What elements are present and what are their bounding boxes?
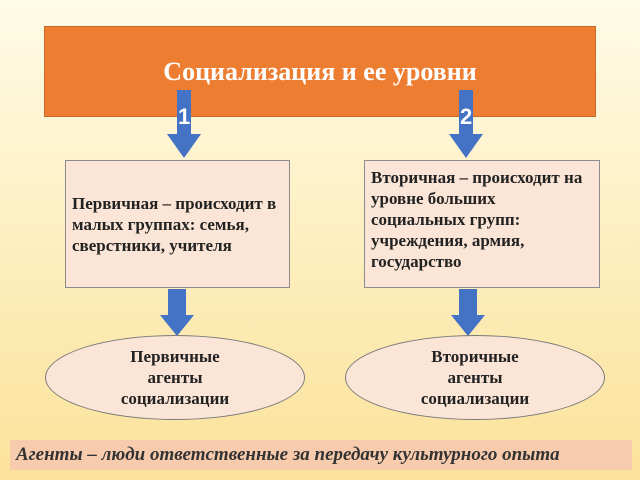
level-number-2: 2 [460,104,473,129]
primary-agents-text: Первичные агенты социализации [120,347,230,408]
primary-level-box: Первичная – происходит в малых группах: … [65,160,290,288]
primary-description: Первичная – происходит в малых группах: … [72,193,277,255]
arrow-down-icon [451,289,485,336]
arrow-down-icon [167,90,201,158]
footer-text: Агенты – люди ответственные за передачу … [16,444,560,465]
primary-agents-ellipse: Первичные агенты социализации [45,335,305,420]
secondary-agents-ellipse: Вторичные агенты социализации [345,335,605,420]
arrow-down-icon [160,289,194,336]
level-number-1: 1 [178,104,191,129]
secondary-level-box: Вторичная – происходит на уровне больших… [364,160,600,288]
secondary-agents-text: Вторичные агенты социализации [420,347,530,408]
secondary-description: Вторичная – происходит на уровне больших… [371,168,583,271]
title-text: Социализация и ее уровни [163,56,477,86]
footer-banner: Агенты – люди ответственные за передачу … [10,440,632,470]
title-box: Социализация и ее уровни [44,26,596,117]
arrow-down-icon [449,90,483,158]
